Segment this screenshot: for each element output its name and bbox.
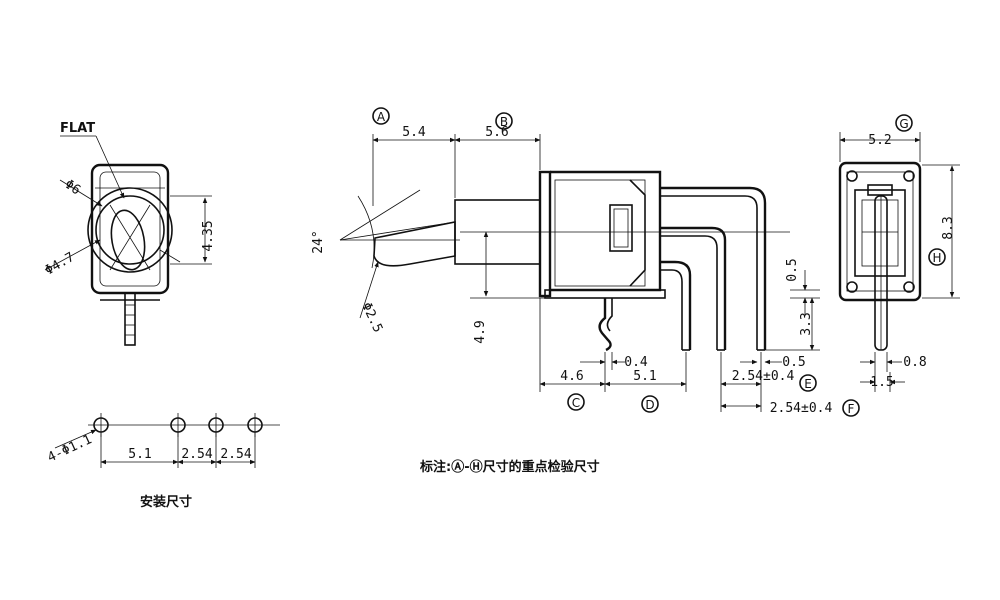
- marker-B: [495, 112, 513, 130]
- end-body: [838, 161, 922, 302]
- marker-E: [799, 374, 817, 392]
- dim-435-label: 4.35: [201, 220, 216, 251]
- dim-A-label: 5.4: [402, 125, 426, 140]
- marker-G: [895, 114, 913, 132]
- dim-51-label: 5.1: [633, 369, 656, 384]
- dim-08-label: 0.8: [903, 355, 926, 370]
- dim-H-label: 8.3: [941, 216, 956, 239]
- svg-text:B: B: [500, 115, 508, 129]
- angle-24-label: 24°: [311, 230, 326, 253]
- svg-text:G: G: [899, 117, 908, 131]
- marker-F: [842, 399, 860, 417]
- svg-text:F: F: [848, 402, 855, 416]
- flange: [538, 170, 552, 298]
- svg-text:A: A: [377, 110, 386, 124]
- dia-25-label: Φ2.5: [358, 300, 385, 335]
- dim-F-label: 2.54±0.4: [770, 401, 833, 416]
- flat-label: FLAT: [60, 121, 95, 136]
- body-window: [609, 204, 633, 252]
- svg-text:C: C: [572, 396, 580, 410]
- dim-B-label: 5.6: [485, 125, 508, 140]
- dim-46-label: 4.6: [560, 369, 583, 384]
- dim-49-label: 4.9: [473, 320, 488, 343]
- dim-04-label: 0.4: [624, 355, 648, 370]
- install-dim-51: 5.1: [128, 447, 151, 462]
- dia6-label: Φ6: [62, 177, 83, 198]
- dim-33-label: 3.3: [799, 312, 814, 335]
- marker-H: [928, 248, 946, 266]
- bent-tab: [598, 298, 612, 352]
- svg-text:H: H: [932, 251, 941, 265]
- svg-text:E: E: [804, 377, 812, 391]
- install-title: 安装尺寸: [140, 494, 192, 510]
- dim-G-label: 5.2: [868, 133, 891, 148]
- bushing-outer-circle: [87, 187, 173, 273]
- front-view: FLAT Φ6 Φ4.7 4.35: [43, 121, 216, 346]
- install-dim-254-a: 2.54: [181, 447, 212, 462]
- install-hole-view: 5.1 2.54 2.54 4-Φ1.1 安装尺寸: [45, 413, 280, 510]
- side-view: A B 5.4 5.6 24° Φ2.5 4.9 0.4 0.5: [311, 107, 860, 417]
- marker-C: [567, 393, 585, 411]
- front-pin: [124, 292, 136, 346]
- dim-15-label: 1.5: [870, 375, 893, 390]
- install-dim-254-b: 2.54: [220, 447, 251, 462]
- marker-A: [372, 107, 390, 125]
- dim-05-horizontal: 0.5: [782, 355, 805, 370]
- front-body: [90, 163, 170, 295]
- dim-E-label: 2.54±0.4: [732, 369, 795, 384]
- dim-05-vertical: 0.5: [785, 258, 800, 281]
- end-view: G 5.2 8.3 H 0.8 1.5: [838, 114, 960, 392]
- dia47-label: Φ4.7: [43, 250, 78, 279]
- lever-ellipse: [110, 209, 146, 271]
- marker-D: [641, 395, 659, 413]
- hole-label: 4-Φ1.1: [45, 432, 94, 465]
- svg-text:D: D: [645, 398, 654, 412]
- lever: [373, 221, 456, 267]
- note-text: 标注:Ⓐ-Ⓗ尺寸的重点检验尺寸: [419, 459, 600, 475]
- bushing-inner-circle: [95, 195, 165, 265]
